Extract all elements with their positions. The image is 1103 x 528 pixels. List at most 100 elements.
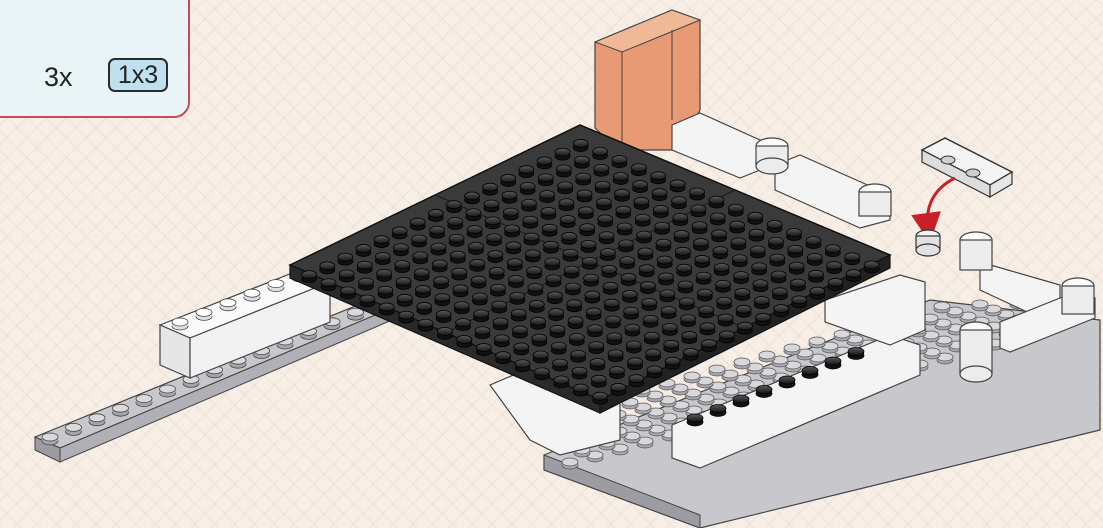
stud	[673, 214, 688, 226]
stud	[484, 200, 499, 212]
part-quantity: 3x	[44, 62, 73, 93]
stud	[828, 278, 843, 290]
stud	[567, 300, 582, 312]
stud	[348, 308, 364, 320]
stud	[511, 309, 526, 321]
stud	[715, 280, 730, 292]
stud	[825, 245, 840, 257]
stud	[609, 367, 624, 379]
stud	[756, 313, 771, 325]
stud	[582, 257, 597, 269]
stud	[810, 287, 825, 299]
stud	[585, 291, 600, 303]
stud	[268, 280, 284, 292]
stud	[558, 182, 573, 194]
stud	[302, 271, 317, 283]
stud	[662, 323, 677, 335]
stud	[731, 238, 746, 250]
stud	[733, 395, 749, 407]
stud	[651, 172, 666, 184]
stud	[807, 253, 822, 265]
stud	[42, 433, 58, 445]
stud	[581, 241, 596, 253]
stud	[565, 283, 580, 295]
stud	[437, 327, 452, 339]
stud	[136, 395, 152, 407]
stud	[675, 247, 690, 259]
stud	[827, 262, 842, 274]
stud	[644, 332, 659, 344]
stud	[160, 385, 176, 397]
stud	[563, 249, 578, 261]
stud	[647, 366, 662, 378]
stud	[719, 331, 734, 343]
stud	[618, 240, 633, 252]
stud	[825, 357, 841, 369]
stud	[606, 316, 621, 328]
stud	[600, 249, 615, 261]
stud	[452, 268, 467, 280]
stud	[559, 199, 574, 211]
stud	[713, 247, 728, 259]
stud	[523, 216, 538, 228]
stud	[456, 319, 471, 331]
stud	[699, 306, 714, 318]
stud	[430, 226, 445, 238]
stud	[768, 237, 783, 249]
stud	[750, 246, 765, 258]
stud	[434, 277, 449, 289]
stud	[772, 288, 787, 300]
stud	[509, 276, 524, 288]
stud	[375, 253, 390, 265]
stud	[621, 274, 636, 286]
stud	[593, 148, 608, 160]
stud	[712, 230, 727, 242]
stud	[640, 282, 655, 294]
stud	[436, 311, 451, 323]
stud	[972, 300, 988, 311]
stud	[635, 214, 650, 226]
stud	[735, 288, 750, 300]
stud	[695, 255, 710, 267]
stud	[490, 284, 505, 296]
stud	[604, 299, 619, 311]
stud	[569, 334, 584, 346]
stud	[450, 251, 465, 263]
stud	[659, 273, 674, 285]
stud	[657, 256, 672, 268]
stud	[683, 348, 698, 360]
stud	[538, 174, 553, 186]
stud	[514, 343, 529, 355]
stud	[934, 302, 950, 313]
stud	[396, 277, 411, 289]
stud	[529, 300, 544, 312]
stud	[771, 271, 786, 283]
stud	[489, 267, 504, 279]
stud	[767, 220, 782, 232]
stud	[525, 250, 540, 262]
stud	[553, 359, 568, 371]
stud	[524, 233, 539, 245]
stud	[474, 310, 489, 322]
stud	[589, 342, 604, 354]
stud	[506, 242, 521, 254]
stud	[512, 326, 527, 338]
stud	[476, 344, 491, 356]
stud	[492, 301, 507, 313]
stud	[338, 253, 353, 265]
stud	[397, 294, 412, 306]
stud	[392, 227, 407, 239]
stud	[631, 164, 646, 176]
stud	[510, 292, 525, 304]
stud	[493, 318, 508, 330]
stud	[540, 191, 555, 203]
stud	[590, 358, 605, 370]
stud	[467, 226, 482, 238]
stud	[515, 360, 530, 372]
stud	[633, 181, 648, 193]
stud	[670, 180, 685, 192]
stud	[66, 423, 82, 435]
stud	[555, 148, 570, 160]
stud	[475, 327, 490, 339]
stud	[542, 224, 557, 236]
